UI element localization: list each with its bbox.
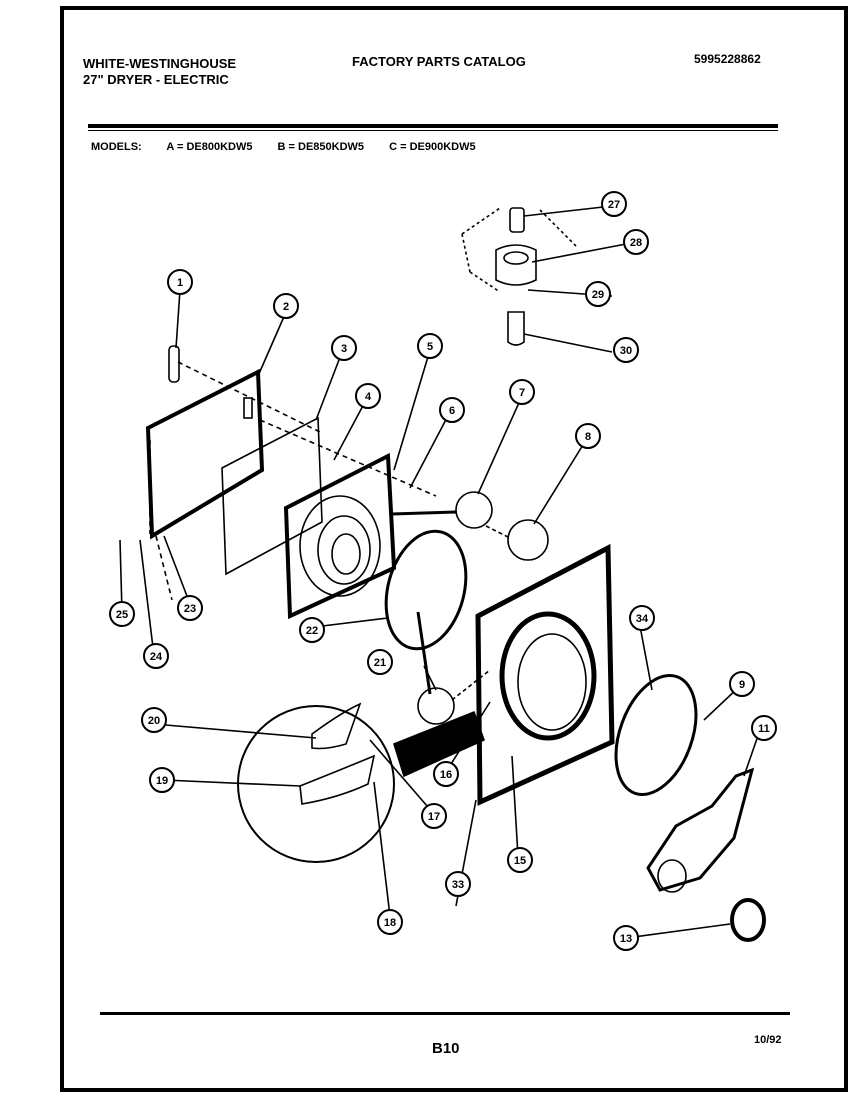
front-panel-opening — [499, 611, 597, 741]
air-duct — [646, 767, 755, 892]
catalog-part-number: 5995228862 — [694, 52, 761, 66]
callout-4: 4 — [355, 383, 381, 409]
door-liner — [221, 416, 323, 576]
hinge-detail-21 — [417, 687, 455, 725]
model-b: B = DE850KDW5 — [277, 141, 365, 153]
svg-text:11: 11 — [758, 723, 770, 735]
catalog-title: FACTORY PARTS CATALOG — [352, 54, 526, 69]
svg-text:27: 27 — [608, 199, 620, 211]
callout-21: 21 — [367, 649, 393, 675]
svg-text:17: 17 — [428, 811, 440, 823]
door-grille — [299, 495, 381, 597]
svg-text:15: 15 — [514, 855, 526, 867]
callout-7: 7 — [509, 379, 535, 405]
svg-text:8: 8 — [585, 431, 591, 443]
catalog-date: 10/92 — [754, 1034, 782, 1046]
svg-text:1: 1 — [177, 277, 183, 289]
callout-28: 28 — [623, 229, 649, 255]
svg-text:28: 28 — [630, 237, 642, 249]
drum-bearing-ring — [614, 673, 698, 797]
hinge-detail-7 — [455, 491, 493, 529]
header-rule-thin — [88, 130, 778, 131]
callout-11: 11 — [751, 715, 777, 741]
callout-5: 5 — [417, 333, 443, 359]
svg-text:16: 16 — [440, 769, 452, 781]
callout-27: 27 — [601, 191, 627, 217]
svg-text:3: 3 — [341, 343, 347, 355]
svg-text:25: 25 — [116, 609, 128, 621]
callout-19: 19 — [149, 767, 175, 793]
svg-text:30: 30 — [620, 345, 632, 357]
door-seal — [384, 529, 468, 651]
svg-text:29: 29 — [592, 289, 604, 301]
models-label: MODELS: — [91, 141, 142, 153]
svg-text:23: 23 — [184, 603, 196, 615]
page-border — [60, 6, 848, 1092]
callout-33: 33 — [445, 871, 471, 897]
callout-20: 20 — [141, 707, 167, 733]
door-panel — [145, 368, 265, 540]
svg-text:13: 13 — [620, 933, 632, 945]
callout-2: 2 — [273, 293, 299, 319]
callout-set: 1 2 3 4 5 6 7 8 9 11 13 15 16 17 18 19 2… — [109, 191, 777, 951]
svg-text:7: 7 — [519, 387, 525, 399]
door-latch — [243, 397, 253, 419]
svg-text:4: 4 — [365, 391, 372, 403]
svg-text:18: 18 — [384, 917, 396, 929]
product-description: 27" DRYER - ELECTRIC — [83, 72, 229, 87]
callout-17: 17 — [421, 803, 447, 829]
timer-knob-assembly — [461, 207, 577, 346]
callout-22: 22 — [299, 617, 325, 643]
svg-text:9: 9 — [739, 679, 745, 691]
brand-block: WHITE-WESTINGHOUSE 27" DRYER - ELECTRIC — [83, 56, 236, 88]
callout-9: 9 — [729, 671, 755, 697]
callout-3: 3 — [331, 335, 357, 361]
svg-text:6: 6 — [449, 405, 455, 417]
callout-8: 8 — [575, 423, 601, 449]
callout-24: 24 — [143, 643, 169, 669]
callout-34: 34 — [629, 605, 655, 631]
callout-18: 18 — [377, 909, 403, 935]
svg-text:34: 34 — [636, 613, 649, 625]
callout-25: 25 — [109, 601, 135, 627]
svg-text:22: 22 — [306, 625, 318, 637]
svg-text:2: 2 — [283, 301, 289, 313]
callout-23: 23 — [177, 595, 203, 621]
svg-text:20: 20 — [148, 715, 160, 727]
callout-15: 15 — [507, 847, 533, 873]
duct-seal — [730, 898, 766, 942]
callout-1: 1 — [167, 269, 193, 295]
hinge-pin — [168, 345, 180, 383]
svg-text:19: 19 — [156, 775, 168, 787]
model-c: C = DE900KDW5 — [389, 141, 476, 153]
hinge-detail-8 — [507, 519, 549, 561]
callout-6: 6 — [439, 397, 465, 423]
header-rule — [88, 124, 778, 128]
models-line: MODELS: A = DE800KDW5 B = DE850KDW5 C = … — [91, 141, 498, 153]
switch-part-20 — [311, 702, 362, 750]
svg-text:21: 21 — [374, 657, 386, 669]
callout-16: 16 — [433, 761, 459, 787]
callout-13: 13 — [613, 925, 639, 951]
callout-29: 29 — [585, 281, 611, 307]
footer-rule — [100, 1012, 790, 1015]
brand-name: WHITE-WESTINGHOUSE — [83, 56, 237, 71]
svg-text:24: 24 — [150, 651, 163, 663]
model-a: A = DE800KDW5 — [166, 141, 253, 153]
page-code: B10 — [432, 1040, 460, 1057]
switch-part-19 — [299, 754, 376, 805]
svg-text:33: 33 — [452, 879, 464, 891]
callout-30: 30 — [613, 337, 639, 363]
svg-text:5: 5 — [427, 341, 433, 353]
